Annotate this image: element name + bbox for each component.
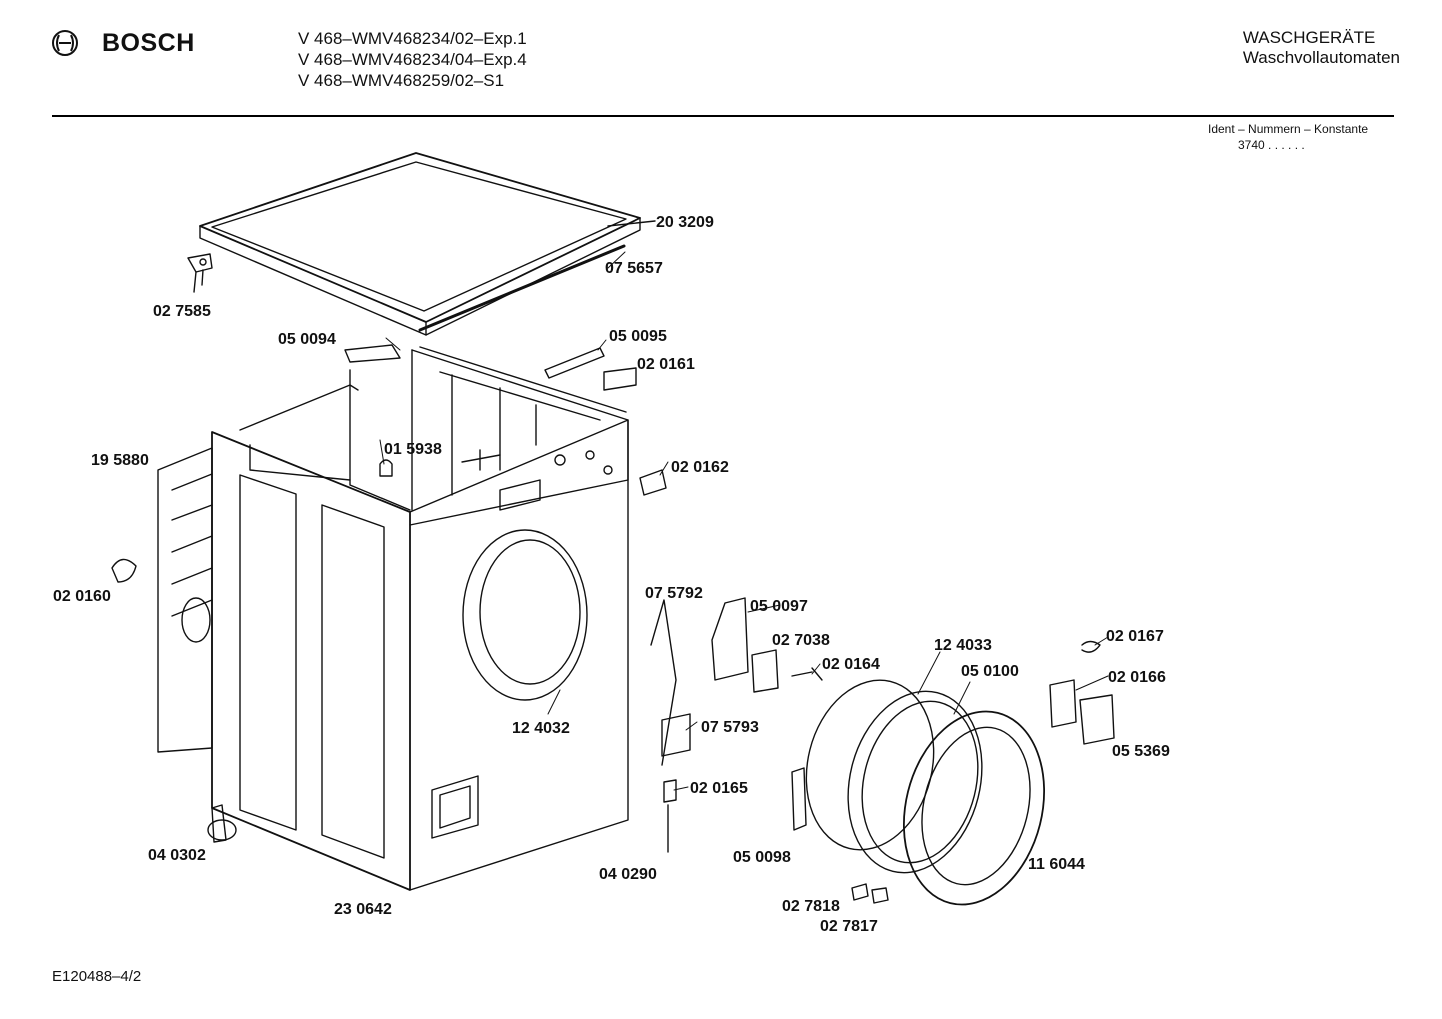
model-list: V 468–WMV468234/02–Exp.1 V 468–WMV468234…: [298, 28, 527, 91]
bosch-logo-icon: [52, 30, 78, 56]
brand-name: BOSCH: [102, 28, 195, 57]
part-label-055369: 05 5369: [1112, 743, 1170, 760]
part-label-050098: 05 0098: [733, 849, 791, 866]
part-label-124033: 12 4033: [934, 637, 992, 654]
part-label-124032: 12 4032: [512, 720, 570, 737]
part-label-116044: 11 6044: [1028, 856, 1085, 873]
part-label-027585: 02 7585: [153, 303, 211, 320]
part-label-050095: 05 0095: [609, 328, 667, 345]
door-assembly-drawing: [805, 679, 1046, 906]
back-panel-drawing: [157, 447, 213, 753]
model-line-1: V 468–WMV468234/02–Exp.1: [298, 29, 527, 48]
part-label-020167: 02 0167: [1106, 628, 1164, 645]
model-line-3: V 468–WMV468259/02–S1: [298, 71, 505, 90]
part-label-075793: 07 5793: [701, 719, 759, 736]
front-panel-drawing: [211, 419, 629, 891]
part-label-020162: 02 0162: [671, 459, 729, 476]
part-label-027817: 02 7817: [820, 918, 878, 935]
part-label-027038: 02 7038: [772, 632, 830, 649]
part-label-020160: 02 0160: [53, 588, 111, 605]
top-lid-drawing: [199, 152, 656, 336]
part-label-075657: 07 5657: [605, 260, 663, 277]
part-label-040302: 04 0302: [148, 847, 206, 864]
cabinet-frame-drawing: [239, 346, 629, 526]
part-label-020165: 02 0165: [690, 780, 748, 797]
part-label-203209: 20 3209: [656, 214, 714, 231]
leader-lines: [379, 251, 1109, 791]
part-label-020161: 02 0161: [637, 356, 695, 373]
ident-label: Ident – Nummern – Konstante: [1208, 122, 1369, 136]
part-label-050100: 05 0100: [961, 663, 1019, 680]
part-label-027818: 02 7818: [782, 898, 840, 915]
category-subtitle: Waschvollautomaten: [1242, 48, 1400, 67]
model-line-2: V 468–WMV468234/04–Exp.4: [298, 50, 527, 69]
ident-block: Ident – Nummern – Konstante 3740 . . . .…: [1208, 121, 1368, 153]
small-parts-drawing: [111, 344, 1115, 904]
part-label-050094: 05 0094: [278, 331, 336, 348]
category-title: WASCHGERÄTE: [1242, 28, 1376, 47]
part-label-230642: 23 0642: [334, 901, 392, 918]
part-label-020166: 02 0166: [1108, 669, 1166, 686]
part-label-015938: 01 5938: [384, 441, 442, 458]
ident-code: 3740 . . . . . .: [1238, 138, 1305, 152]
part-label-195880: 19 5880: [91, 452, 149, 469]
document-id: E120488–4/2: [52, 968, 142, 985]
part-labels: 20 3209 07 5657 02 7585 05 0094 05 0095 …: [53, 214, 1170, 935]
part-label-020164: 02 0164: [822, 656, 880, 673]
header-divider: [52, 115, 1394, 117]
part-label-040290: 04 0290: [599, 866, 657, 883]
brand-header: BOSCH: [50, 28, 195, 58]
part-label-075792: 07 5792: [645, 585, 703, 602]
part-label-050097: 05 0097: [750, 598, 808, 615]
lid-hinge-drawing: [187, 253, 213, 293]
category-block: WASCHGERÄTE Waschvollautomaten: [1243, 28, 1400, 68]
